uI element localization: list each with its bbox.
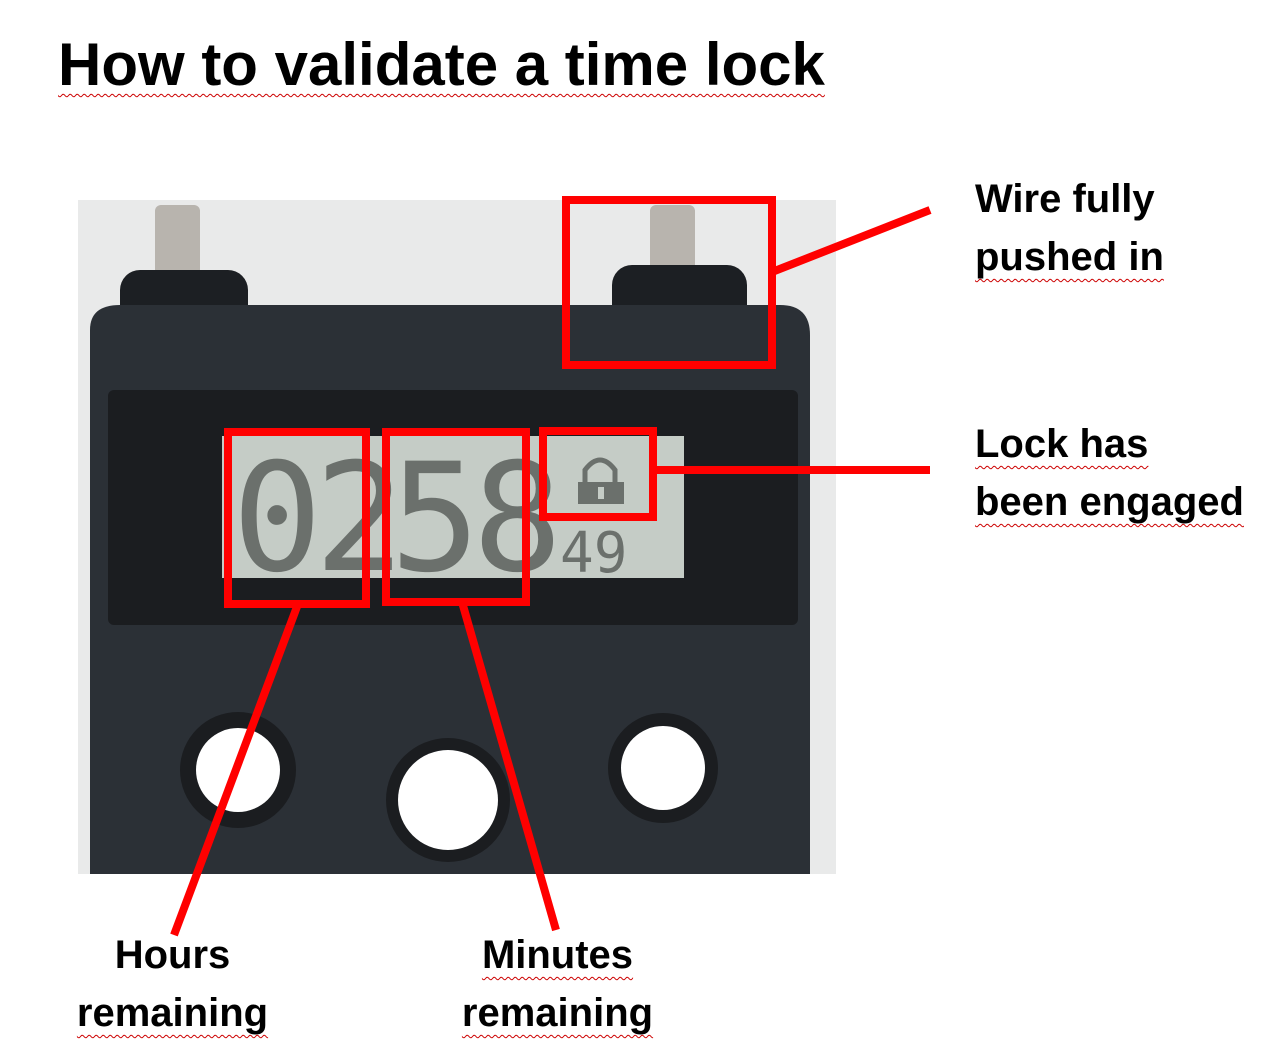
minutes-digits: 58 bbox=[390, 432, 555, 606]
minutes-box bbox=[382, 428, 530, 606]
device-button-right bbox=[621, 726, 705, 810]
annotations bbox=[170, 196, 932, 937]
device-button-middle bbox=[398, 750, 498, 850]
seconds-digits: 49 bbox=[560, 521, 627, 586]
page-title: How to validate a time lock bbox=[58, 31, 825, 98]
wire-box bbox=[562, 196, 776, 369]
wire-pin-left bbox=[155, 205, 200, 285]
padlock-icon bbox=[578, 457, 624, 504]
hours-digits: 02 bbox=[232, 432, 397, 606]
